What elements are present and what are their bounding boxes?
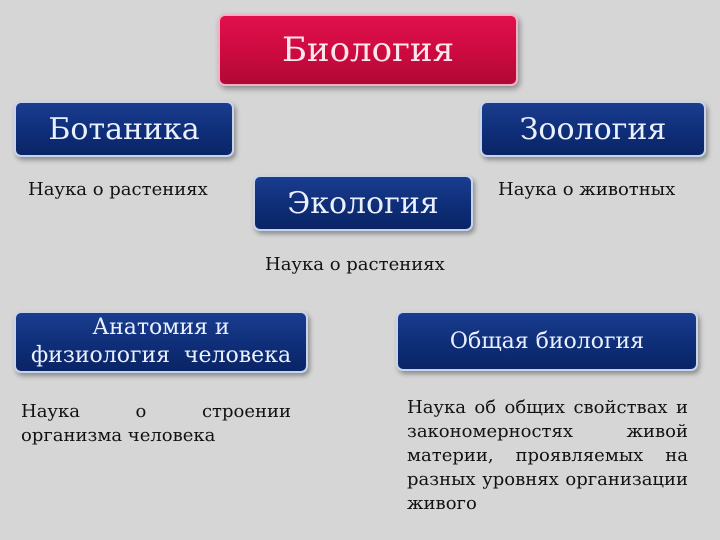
node-botany-label: Ботаника (48, 111, 200, 147)
node-general-biology-label: Общая биология (449, 328, 645, 354)
root-node-biology: Биология (218, 14, 518, 86)
node-zoology-label: Зоология (519, 111, 667, 147)
node-general-biology: Общая биология (396, 311, 698, 371)
node-ecology-label: Экология (287, 185, 439, 221)
ecology-description: Наука о растениях (265, 254, 445, 275)
node-zoology: Зоология (480, 101, 706, 157)
node-anatomy: Анатомия и физиология человека (14, 311, 308, 373)
anatomy-description: Наука о строении организма человека (21, 401, 291, 446)
general-biology-description: Наука об общих свойствах и закономерност… (407, 397, 688, 514)
node-botany: Ботаника (14, 101, 234, 157)
node-ecology: Экология (253, 175, 473, 231)
root-node-label: Биология (281, 30, 455, 70)
node-anatomy-label: Анатомия и физиология человека (30, 315, 292, 368)
zoology-description: Наука о животных (498, 179, 676, 200)
botany-description: Наука о растениях (28, 179, 208, 200)
